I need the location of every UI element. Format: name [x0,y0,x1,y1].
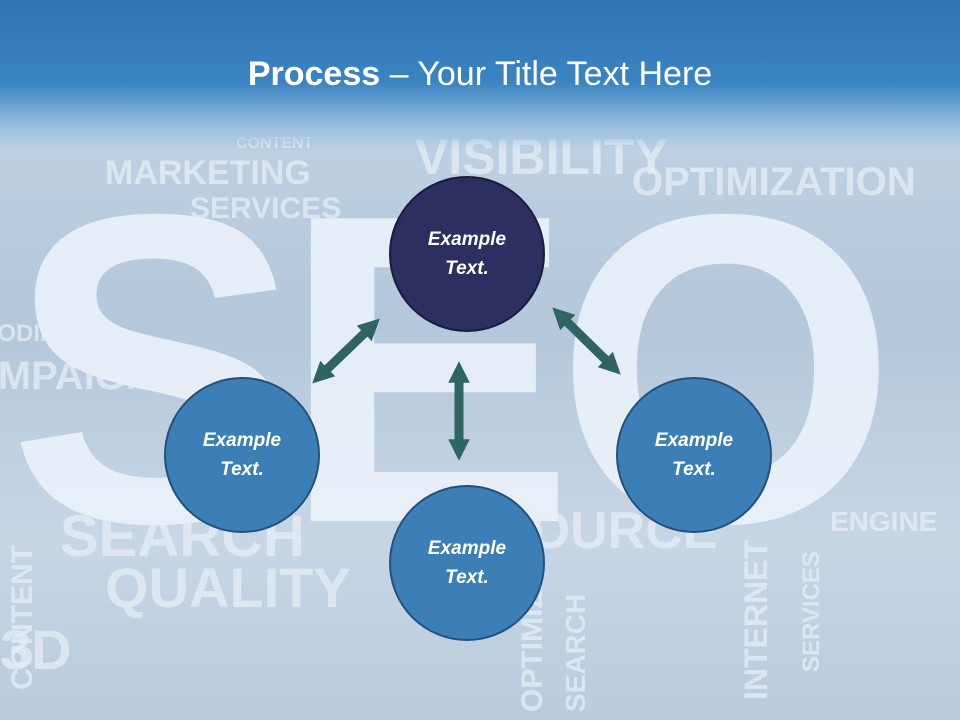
title-strong: Process [247,55,381,93]
double-arrow-top-right [552,307,621,375]
node-top-label: Example Text. [427,229,507,279]
title-rest: – Your Title Text Here [380,55,713,93]
title-banner [0,0,960,150]
slide-title: Process – Your Title Text Here [0,52,960,96]
node-bottom-label: Example Text. [427,538,507,588]
double-arrow-top-left [312,318,380,384]
node-bottom: Example Text. [389,485,545,641]
node-left-label: Example Text. [202,430,282,480]
node-right: Example Text. [616,377,772,533]
node-top: Example Text. [389,176,545,332]
node-right-label: Example Text. [654,430,734,480]
node-left: Example Text. [164,377,320,533]
